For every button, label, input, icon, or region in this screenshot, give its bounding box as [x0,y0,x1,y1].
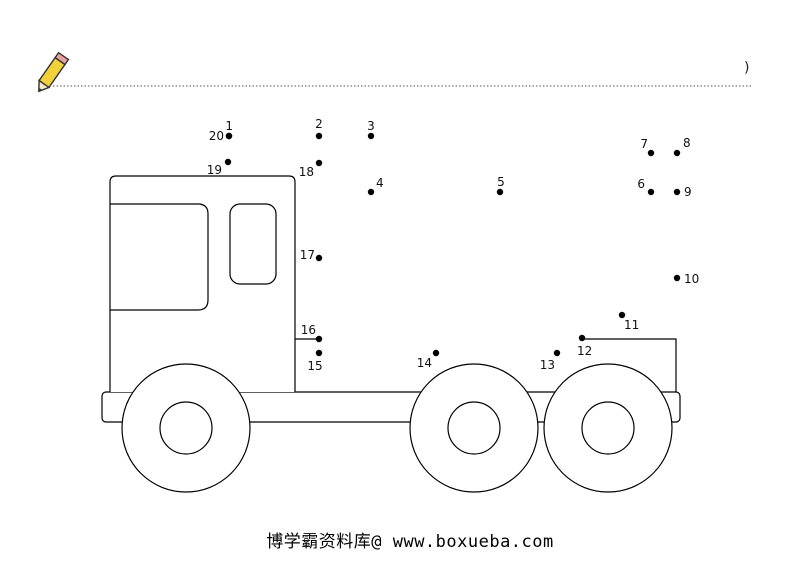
pencil-icon [38,51,70,93]
dot-13: 13 [540,349,561,372]
dot-label: 14 [417,356,432,370]
dot-marker [432,349,440,357]
dot-marker [496,188,504,196]
cab-front-window [110,203,209,311]
dot-label: 4 [376,176,384,190]
dot-2: 2 [315,117,323,140]
dot-label: 17 [300,248,315,262]
dot-marker [553,349,561,357]
dot-marker [647,188,655,196]
dot-marker [618,311,626,319]
dot-marker [315,349,323,357]
dot-label: 6 [637,177,645,191]
dot-9: 9 [673,185,692,199]
dot-17: 17 [300,248,323,262]
truck-rear-body [582,338,677,392]
dot-11: 11 [618,311,639,332]
header-close-paren: ) [744,60,750,76]
dot-label: 5 [497,175,505,189]
dot-marker [315,132,323,140]
dot-label: 16 [301,323,316,337]
dot-marker [367,132,375,140]
truck-cab [109,175,296,392]
truck-outline [101,175,681,493]
dot-label: 20 [209,129,224,143]
wheel-front [121,363,251,493]
dot-label: 15 [307,359,322,373]
dot-marker [647,149,655,157]
dot-10: 10 [673,272,699,286]
dot-label: 19 [207,163,222,177]
dot-label: 8 [683,136,691,150]
dot-label: 3 [367,119,375,133]
dot-marker [315,335,323,343]
dot-marker [225,132,233,140]
dot-14: 14 [417,349,440,370]
dot-marker [315,254,323,262]
dot-label: 7 [640,137,648,151]
cab-side-window [229,203,277,285]
dot-5: 5 [496,175,505,196]
dot-label: 2 [315,117,323,131]
dot-marker [673,188,681,196]
dot-label: 18 [299,165,314,179]
dot-label: 10 [684,272,699,286]
dot-12: 12 [577,334,592,358]
dot-4: 4 [367,176,384,196]
dot-label: 9 [684,185,692,199]
dot-8: 8 [673,136,691,157]
dot-label: 11 [624,318,639,332]
watermark-text: 博学霸资料库@ www.boxueba.com [220,524,600,560]
dot-label: 13 [540,358,555,372]
dot-19: 19 [207,158,232,177]
dot-marker [578,334,586,342]
wheel-rear [543,363,673,493]
dot-marker [224,158,232,166]
dot-6: 6 [637,177,655,196]
dot-marker [367,188,375,196]
dot-marker [673,149,681,157]
dot-18: 18 [299,159,323,179]
dot-20: 20 [209,129,233,143]
wheel-middle [409,363,539,493]
dot-marker [673,274,681,282]
dot-7: 7 [640,137,655,157]
dot-15: 15 [307,349,323,373]
dot-3: 3 [367,119,375,140]
dot-16: 16 [301,323,323,343]
dot-label: 12 [577,344,592,358]
dot-marker [315,159,323,167]
dot-label: 1 [225,119,233,133]
